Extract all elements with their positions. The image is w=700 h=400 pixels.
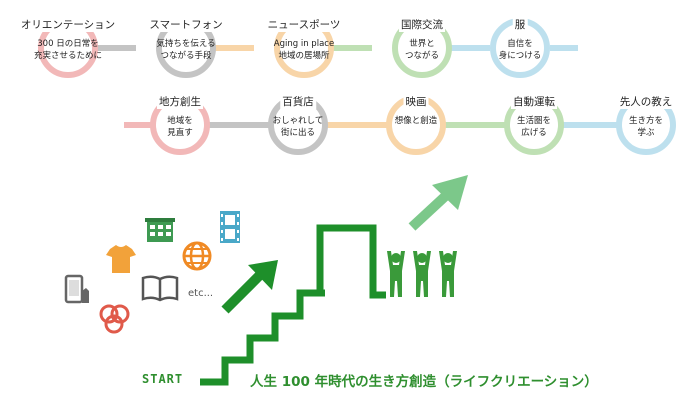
connector	[124, 122, 154, 128]
staircase-arrow-shaft	[221, 269, 266, 314]
node-title: オリエンテーション	[18, 18, 118, 32]
program-roadmap: オリエンテーション 300 日の日常を 充実させるために スマートフォン 気持ち…	[0, 0, 700, 165]
connector	[441, 122, 509, 128]
connector	[432, 45, 490, 51]
node-title: スマートフォン	[147, 18, 225, 32]
roadmap-node-regional-revitalization: 地方創生 地域を 見直す	[150, 95, 210, 155]
node-title: 百貨店	[280, 95, 316, 109]
node-title: 先人の教え	[617, 95, 675, 109]
node-subtitle: おしゃれして 街に出る	[272, 116, 324, 138]
illustration: etc... START 人生 100 年時代の生き方創造（ライフクリエーション…	[0, 165, 700, 400]
globe-icon	[182, 241, 212, 271]
staircase-arrow-head	[248, 260, 278, 290]
roadmap-node-new-sports: ニュースポーツ Aging in place 地域の居場所	[265, 18, 343, 78]
node-title: 国際交流	[399, 18, 445, 32]
node-title: ニュースポーツ	[265, 18, 343, 32]
connector	[314, 45, 372, 51]
roadmap-node-movie: 映画 想像と創造	[386, 95, 446, 155]
building-icon	[145, 218, 175, 242]
staircase-arrow-graphic	[200, 175, 468, 386]
node-subtitle: 生き方を 学ぶ	[628, 116, 664, 138]
door-frame	[316, 224, 386, 299]
node-title: 映画	[403, 95, 429, 109]
smartphone-icon	[64, 274, 89, 304]
connector	[323, 122, 391, 128]
film-icon	[220, 211, 240, 243]
node-subtitle: 自信を 身につける	[498, 39, 542, 61]
roadmap-node-autonomous-driving: 自動運転 生活圏を 広げる	[504, 95, 564, 155]
connector	[78, 45, 136, 51]
node-subtitle: 生活圏を 広げる	[516, 116, 552, 138]
node-subtitle: 地域を 見直す	[167, 116, 193, 138]
clothing-icon	[106, 245, 136, 273]
etc-label: etc...	[188, 288, 214, 299]
people-cheering-icon	[387, 251, 457, 297]
node-subtitle: 気持ちを伝える つながる手段	[156, 39, 216, 61]
node-title: 地方創生	[157, 95, 203, 109]
roadmap-node-orientation: オリエンテーション 300 日の日常を 充実させるために	[18, 18, 118, 78]
node-subtitle: 世界と つながる	[404, 39, 440, 61]
roadmap-node-international-exchange: 国際交流 世界と つながる	[392, 18, 452, 78]
caption: 人生 100 年時代の生き方創造（ライフクリエーション）	[250, 374, 598, 390]
connector	[559, 122, 627, 128]
connector	[205, 122, 273, 128]
node-title: 自動運転	[511, 95, 557, 109]
roadmap-node-wisdom-of-predecessors: 先人の教え 生き方を 学ぶ	[616, 95, 676, 155]
department-store-logo-icon	[99, 304, 130, 334]
connector	[550, 45, 578, 51]
light-arrow-head	[432, 175, 468, 210]
node-subtitle: 想像と創造	[394, 116, 438, 126]
roadmap-node-clothing: 服 自信を 身につける	[490, 18, 550, 78]
connector	[196, 45, 254, 51]
roadmap-node-smartphone: スマートフォン 気持ちを伝える つながる手段	[147, 18, 225, 78]
start-label: START	[142, 372, 184, 386]
staircase-line	[200, 289, 325, 386]
node-subtitle: Aging in place 地域の居場所	[273, 39, 335, 61]
node-subtitle: 300 日の日常を 充実させるために	[33, 39, 103, 61]
book-icon	[141, 275, 179, 302]
node-title: 服	[512, 18, 528, 32]
roadmap-node-department-store: 百貨店 おしゃれして 街に出る	[268, 95, 328, 155]
